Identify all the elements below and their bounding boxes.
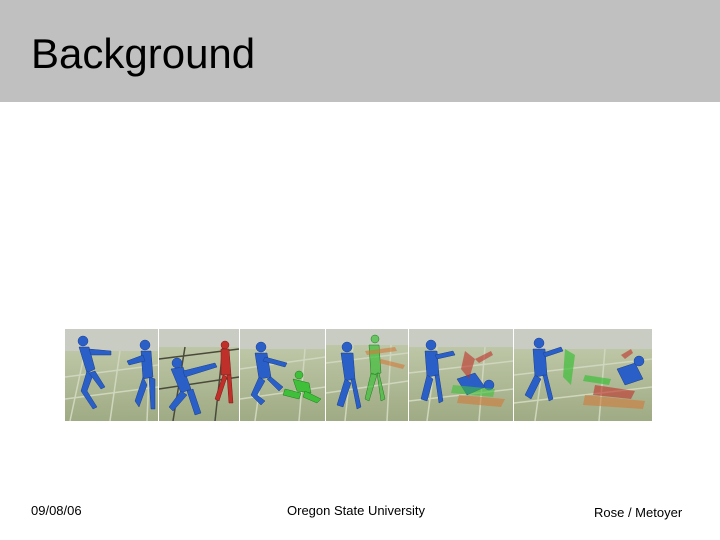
- frame-1: [65, 329, 159, 421]
- frame-3: [239, 329, 326, 421]
- footer-date: 09/08/06: [31, 503, 82, 518]
- footer-authors: Rose / Metoyer: [594, 505, 683, 520]
- frame-4: [325, 329, 409, 421]
- frame-6: [513, 329, 652, 421]
- frame-5: [408, 329, 514, 421]
- title-bar: Background: [0, 0, 720, 102]
- frame-2: [158, 329, 240, 421]
- animation-frame-strip: [65, 329, 652, 421]
- footer-organization: Oregon State University: [287, 503, 426, 518]
- slide-title: Background: [31, 30, 256, 77]
